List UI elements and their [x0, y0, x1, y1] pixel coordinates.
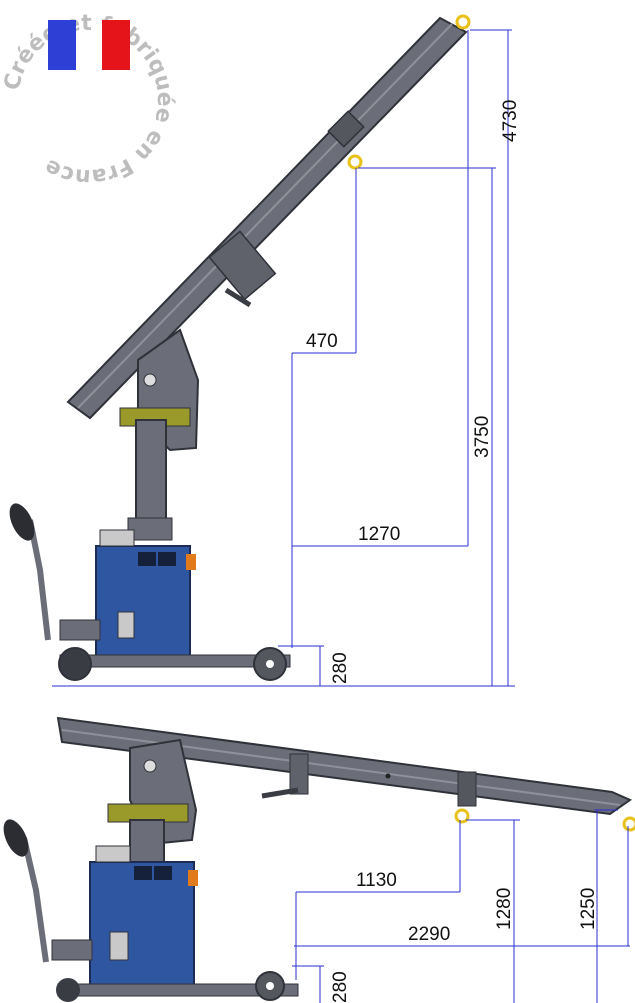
lower-boom: [56, 716, 633, 816]
upper-boom-clamp: [327, 110, 365, 148]
made-in-france-logo: Créée et fabriquée en France: [0, 11, 177, 189]
dim-280-lower: 280: [330, 971, 351, 1003]
dim-4730: 4730: [500, 100, 521, 142]
upper-crane-illustration: [9, 14, 471, 681]
upper-dimensions: [52, 29, 515, 687]
dim-1130: 1130: [356, 870, 397, 891]
dim-1250: 1250: [578, 888, 599, 930]
dim-1280: 1280: [494, 888, 515, 930]
upper-boom: [66, 16, 468, 420]
dim-470: 470: [306, 331, 338, 352]
lower-dimension-labels: 1130 2290 1280 1250 280: [330, 870, 599, 1003]
upper-tip-hook-icon: [455, 14, 471, 30]
flag-blue-stripe: [48, 20, 76, 70]
lower-dimensions: [292, 809, 630, 1003]
lower-base-box: [89, 861, 195, 987]
lower-tip-hook-icon: [622, 816, 635, 832]
upper-dimension-labels: 4730 3750 470 1270 280: [306, 100, 521, 684]
dim-2290: 2290: [408, 924, 450, 945]
lower-crane-illustration: [3, 716, 635, 1002]
dim-280-upper: 280: [330, 652, 351, 684]
logo-text: Créée et fabriquée en France: [0, 11, 177, 189]
lower-mast: [129, 819, 165, 865]
lower-mid-hook-icon: [454, 808, 470, 824]
flag-red-stripe: [102, 20, 130, 70]
upper-mast: [135, 419, 167, 531]
dim-1270: 1270: [358, 524, 400, 545]
upper-mid-hook-icon: [347, 154, 363, 170]
dim-3750: 3750: [472, 416, 493, 458]
